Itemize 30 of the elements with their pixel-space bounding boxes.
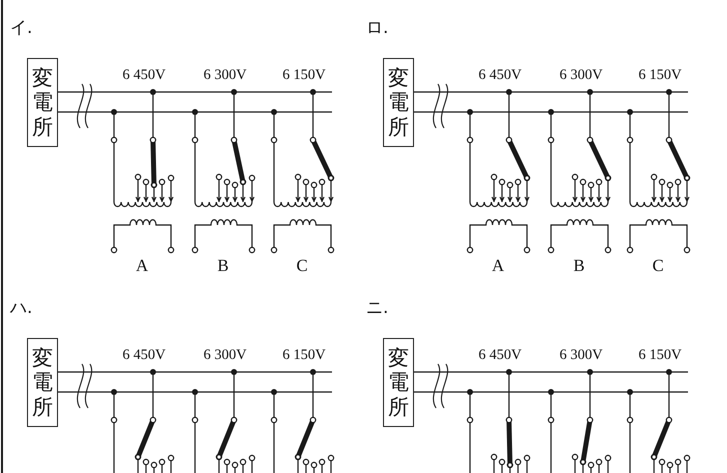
transformer-label: B [573,257,585,274]
option-label: ハ. [10,300,32,317]
tap-voltage-label: 6 150V [282,348,326,362]
substation-box [383,58,414,147]
substation-label: 変電所 [388,66,409,139]
tap-voltage-label: 6 450V [122,68,166,82]
substation-label: 変電所 [388,346,409,419]
option-label: ニ. [366,300,388,317]
tap-voltage-label: 6 450V [478,348,522,362]
tap-voltage-label: 6 300V [559,348,603,362]
transformer-label: B [217,257,229,274]
tap-voltage-label: 6 300V [203,348,247,362]
tap-voltage-label: 6 150V [638,348,682,362]
option-label: イ. [10,20,32,37]
substation-label: 変電所 [32,346,53,419]
tap-voltage-label: 6 450V [122,348,166,362]
transformer-label: A [136,257,148,274]
substation-box [27,58,58,147]
tap-voltage-label: 6 450V [478,68,522,82]
transformer-label: A [492,257,504,274]
substation-label: 変電所 [32,66,53,139]
substation-box [383,338,414,427]
option-label: ロ. [366,20,388,37]
tap-voltage-label: 6 150V [638,68,682,82]
tap-voltage-label: 6 150V [282,68,326,82]
transformer-label: C [652,257,664,274]
tap-voltage-label: 6 300V [559,68,603,82]
transformer-label: C [296,257,308,274]
tap-voltage-label: 6 300V [203,68,247,82]
substation-box [27,338,58,427]
